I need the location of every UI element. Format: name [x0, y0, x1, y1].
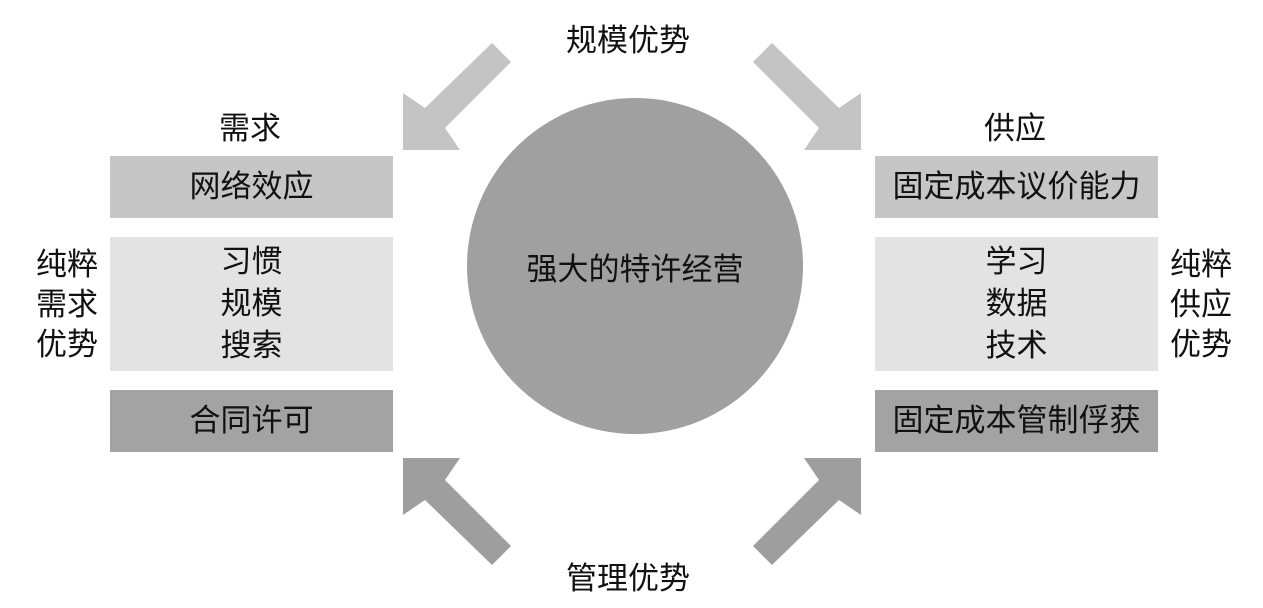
demand-side-label-line: 纯粹 — [36, 247, 98, 283]
demand-side-label-line: 优势 — [36, 327, 98, 363]
demand-box-middle-line: 习惯 — [220, 244, 283, 280]
supply-box-middle-line: 学习 — [985, 244, 1048, 280]
center-circle: 强大的特许经营 — [467, 98, 803, 434]
arrow-top-left — [403, 43, 511, 150]
supply-box-middle-line: 数据 — [985, 286, 1048, 322]
arrow-top-right — [753, 43, 861, 150]
demand-box-middle-line: 规模 — [220, 286, 283, 322]
supply-side-label-line: 优势 — [1170, 327, 1232, 363]
demand-box-bottom-label: 合同许可 — [189, 403, 314, 439]
supply-box-bottom: 固定成本管制俘获 — [875, 390, 1158, 452]
arrow-bottom-left — [403, 458, 511, 565]
demand-box-top-label: 网络效应 — [189, 169, 314, 205]
arrow-bottom-right — [753, 458, 861, 565]
demand-box-bottom: 合同许可 — [110, 390, 393, 452]
demand-box-top: 网络效应 — [110, 156, 393, 218]
supply-side-label: 纯粹 供应 优势 — [1170, 245, 1232, 365]
demand-side-label: 纯粹 需求 优势 — [36, 245, 98, 365]
demand-side-label-line: 需求 — [36, 287, 98, 323]
demand-box-middle: 习惯 规模 搜索 — [110, 237, 393, 371]
supply-side-label-line: 供应 — [1170, 287, 1232, 323]
supply-box-bottom-label: 固定成本管制俘获 — [892, 403, 1141, 439]
supply-box-top-label: 固定成本议价能力 — [892, 169, 1141, 205]
demand-header: 需求 — [219, 111, 281, 147]
bottom-label: 管理优势 — [566, 561, 690, 597]
center-label: 强大的特许经营 — [526, 251, 744, 288]
top-label: 规模优势 — [566, 23, 690, 59]
demand-box-middle-line: 搜索 — [220, 328, 283, 364]
supply-header: 供应 — [984, 111, 1046, 147]
supply-box-middle-line: 技术 — [985, 328, 1048, 364]
supply-box-top: 固定成本议价能力 — [875, 156, 1158, 218]
supply-side-label-line: 纯粹 — [1170, 247, 1232, 283]
supply-box-middle: 学习 数据 技术 — [875, 237, 1158, 371]
